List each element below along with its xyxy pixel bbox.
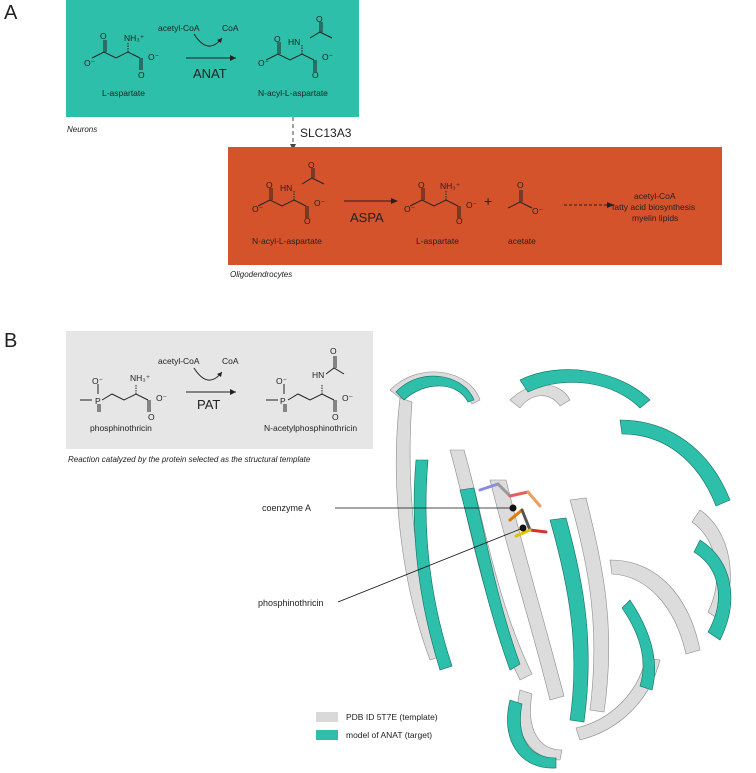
atom-o: O (266, 180, 273, 190)
phosphinothricin-structure (80, 384, 151, 412)
atom-o: O (274, 34, 281, 44)
anat-reaction-arrow (186, 33, 236, 61)
atom-o-minus: O⁻ (276, 376, 288, 386)
aspa-product1-label: L-aspartate (416, 236, 459, 246)
panel-letter-a: A (4, 2, 18, 24)
atom-o: O (100, 31, 107, 41)
atom-o-minus: O⁻ (404, 204, 416, 214)
atom-nh3: NH₃⁺ (130, 373, 151, 383)
atom-hn: HN (288, 37, 301, 47)
atom-nh3: NH₃⁺ (440, 181, 461, 191)
aspa-product2-label: acetate (508, 236, 536, 246)
enzyme-pat: PAT (197, 397, 221, 412)
enzyme-aspa: ASPA (350, 210, 384, 225)
atom-o-minus: O⁻ (466, 200, 478, 210)
legend-label-template: PDB ID 5T7E (template) (346, 712, 438, 722)
downstream-item: fatty acid biosynthesis (612, 202, 696, 212)
atom-o-minus: O⁻ (322, 52, 334, 62)
coenzyme-a-label: coenzyme A (262, 503, 312, 513)
transporter-label: SLC13A3 (300, 126, 352, 140)
enzyme-anat: ANAT (193, 66, 227, 81)
acetate-structure (507, 190, 533, 209)
atom-o: O (148, 412, 155, 422)
atom-o: O (308, 160, 315, 170)
l-aspartate-structure-oligo (409, 188, 461, 218)
downstream-arrow (564, 202, 614, 208)
atom-o: O (456, 216, 463, 226)
oligodendrocytes-caption: Oligodendrocytes (230, 270, 293, 279)
aspa-reaction-arrow (344, 198, 398, 204)
pat-reaction-arrow (186, 367, 236, 395)
n-acyl-aspartate-structure (265, 22, 333, 72)
legend-swatch-model (316, 730, 338, 740)
phosphinothricin-label: phosphinothricin (258, 598, 324, 608)
atom-o: O (312, 70, 319, 80)
atom-hn: HN (280, 183, 293, 193)
substrate-label: L-aspartate (102, 88, 145, 98)
pat-cofactor-in: acetyl-CoA (158, 356, 200, 366)
atom-o: O (138, 70, 145, 80)
legend-label-model: model of ANAT (target) (346, 730, 433, 740)
neurons-caption: Neurons (67, 125, 98, 134)
atom-o-minus: O⁻ (84, 58, 96, 68)
atom-p: P (95, 396, 101, 406)
atom-o: O (418, 180, 425, 190)
oligodendrocytes-box (228, 147, 722, 265)
pat-substrate-label: phosphinothricin (90, 423, 152, 433)
atom-o: O (332, 412, 339, 422)
cofactor-out-label: CoA (222, 23, 239, 33)
protein-structure-image (389, 369, 732, 769)
atom-o: O (304, 216, 311, 226)
plus-sign: + (484, 193, 493, 209)
atom-o-minus: O⁻ (258, 58, 270, 68)
atom-o-minus: O⁻ (92, 376, 104, 386)
atom-o-minus: O⁻ (532, 206, 544, 216)
n-acyl-aspartate-structure-oligo (257, 168, 325, 218)
atom-o-minus: O⁻ (156, 393, 168, 403)
atom-o: O (517, 180, 524, 190)
product-label: N-acyl-L-aspartate (258, 88, 328, 98)
atom-nh3: NH₃⁺ (124, 33, 145, 43)
cofactor-in-label: acetyl-CoA (158, 23, 200, 33)
legend-swatch-template (316, 712, 338, 722)
aspa-substrate-label: N-acyl-L-aspartate (252, 236, 322, 246)
atom-o-minus: O⁻ (314, 198, 326, 208)
pat-product-label: N-acetylphosphinothricin (264, 423, 358, 433)
atom-o-minus: O⁻ (342, 393, 354, 403)
downstream-item: acetyl-CoA (634, 191, 676, 201)
n-acetylphosphinothricin-structure (266, 356, 345, 412)
pat-cofactor-out: CoA (222, 356, 239, 366)
atom-o: O (330, 346, 337, 356)
panel-letter-b: B (4, 330, 18, 352)
atom-o: O (316, 14, 323, 24)
atom-hn: HN (312, 370, 325, 380)
template-caption: Reaction catalyzed by the protein select… (68, 455, 311, 464)
atom-o-minus: O⁻ (252, 204, 264, 214)
atom-o-minus: O⁻ (148, 52, 160, 62)
l-aspartate-structure (91, 40, 143, 70)
atom-p: P (280, 396, 286, 406)
downstream-item: myelin lipids (632, 213, 679, 223)
